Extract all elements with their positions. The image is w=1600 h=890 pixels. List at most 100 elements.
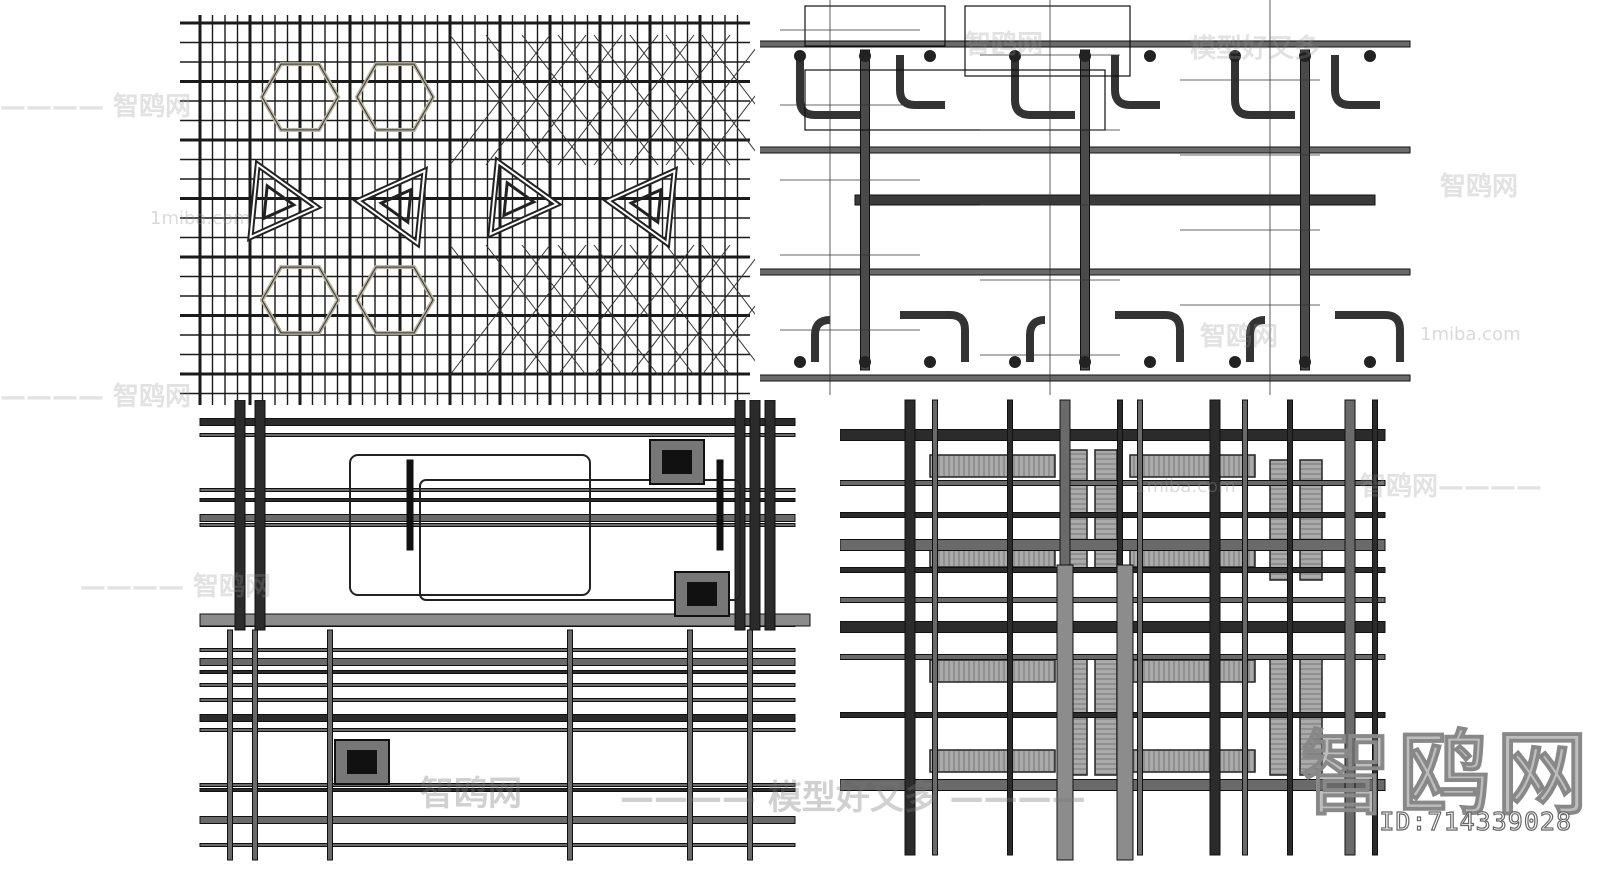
duct-loop bbox=[349, 454, 591, 596]
duct-vertical bbox=[227, 629, 233, 861]
cable-tray-panel bbox=[840, 399, 1386, 861]
duct-horizontal bbox=[199, 418, 796, 426]
duct-layout-panel bbox=[199, 400, 811, 861]
pipe-vertical bbox=[1209, 399, 1221, 856]
valve-dot bbox=[924, 50, 936, 62]
triangle-ring bbox=[356, 169, 426, 246]
pipe-elbow bbox=[811, 316, 831, 362]
valve-dot bbox=[1299, 50, 1311, 62]
triangle-ring-inner bbox=[628, 187, 663, 225]
duct-horizontal bbox=[199, 783, 796, 787]
pipe-elbow bbox=[1011, 55, 1075, 119]
duct-vertical bbox=[749, 400, 761, 631]
duct-horizontal bbox=[199, 683, 796, 687]
outline-box bbox=[804, 5, 946, 47]
duct-horizontal bbox=[199, 514, 796, 522]
pipe-elbow bbox=[900, 311, 969, 362]
valve-dot bbox=[859, 356, 871, 368]
outline-box bbox=[964, 5, 1131, 77]
duct-horizontal bbox=[199, 698, 796, 702]
pipe-riser bbox=[1080, 49, 1090, 371]
duct-horizontal bbox=[199, 523, 796, 527]
pipe-horizontal bbox=[840, 429, 1386, 441]
pipe-vertical bbox=[1137, 399, 1143, 856]
pipe-horizontal bbox=[840, 779, 1386, 791]
lattice-diagonal bbox=[665, 48, 755, 166]
pipe-riser bbox=[1300, 49, 1310, 371]
valve-dot bbox=[924, 356, 936, 368]
lattice-diagonal bbox=[629, 34, 731, 166]
hex-ring bbox=[356, 266, 434, 334]
pipe-vertical bbox=[1287, 399, 1293, 856]
lattice-diagonal bbox=[593, 244, 695, 376]
pipe-elbow bbox=[1115, 311, 1184, 362]
air-diffuser-core bbox=[687, 582, 717, 606]
outline-box bbox=[804, 69, 1106, 131]
valve-dot bbox=[794, 50, 806, 62]
triangle-ring bbox=[489, 159, 559, 236]
pipe-horizontal bbox=[840, 539, 1386, 551]
pipe-elbow bbox=[1026, 316, 1046, 362]
hanger-rod bbox=[406, 459, 414, 551]
pipe-horizontal bbox=[840, 712, 1386, 718]
lattice-diagonal bbox=[629, 244, 731, 376]
pipe-horizontal bbox=[840, 621, 1386, 633]
valve-dot bbox=[794, 356, 806, 368]
triangle-ring bbox=[606, 169, 676, 246]
hanger-rod bbox=[716, 459, 724, 551]
pipe-horizontal bbox=[760, 374, 1411, 382]
duct-vertical bbox=[764, 400, 776, 631]
lattice-diagonal bbox=[557, 244, 659, 376]
pipe-horizontal bbox=[840, 567, 1386, 573]
pipe-horizontal bbox=[840, 597, 1386, 603]
valve-dot bbox=[1144, 50, 1156, 62]
duct-horizontal bbox=[199, 816, 796, 824]
lattice-diagonal bbox=[485, 34, 587, 166]
valve-dot bbox=[1079, 50, 1091, 62]
duct-horizontal bbox=[199, 488, 796, 492]
valve-dot bbox=[1299, 356, 1311, 368]
pipe-horizontal bbox=[760, 40, 1411, 48]
main-duct-horizontal bbox=[199, 613, 811, 627]
lattice-diagonal bbox=[521, 34, 623, 166]
duct-vertical bbox=[234, 400, 246, 631]
pipe-vertical bbox=[1007, 399, 1013, 856]
lattice-diagonal bbox=[449, 34, 551, 166]
duct-horizontal bbox=[199, 788, 796, 792]
pipe-elbow bbox=[1335, 311, 1404, 362]
pipe-elbow bbox=[1331, 55, 1380, 109]
valve-dot bbox=[1229, 50, 1241, 62]
duct-horizontal bbox=[199, 670, 796, 674]
valve-dot bbox=[1144, 356, 1156, 368]
pipe-vertical bbox=[1242, 399, 1248, 856]
duct-horizontal bbox=[199, 728, 796, 732]
lattice-diagonal bbox=[701, 34, 755, 105]
pipe-elbow bbox=[1231, 55, 1295, 119]
lattice-diagonal bbox=[557, 34, 659, 166]
duct-loop bbox=[419, 479, 741, 601]
pipe-vertical bbox=[904, 399, 916, 856]
duct-horizontal bbox=[199, 648, 796, 652]
pipe-elbow bbox=[796, 55, 860, 119]
duct-vertical bbox=[567, 629, 573, 861]
watermark-brand: ———— 智鸥网 bbox=[0, 382, 192, 412]
hex-ring bbox=[356, 63, 434, 131]
lattice-diagonal bbox=[593, 34, 695, 166]
duct-vertical bbox=[327, 629, 333, 861]
lattice-diagonal bbox=[701, 95, 755, 166]
watermark-brand: 智鸥网 bbox=[1440, 172, 1519, 202]
air-diffuser-core bbox=[347, 750, 377, 774]
duct-horizontal bbox=[199, 714, 796, 722]
pipe-horizontal bbox=[840, 512, 1386, 518]
main-riser bbox=[1116, 564, 1134, 861]
duct-horizontal bbox=[199, 498, 796, 502]
lattice-diagonal bbox=[485, 244, 587, 376]
triangle-ring bbox=[249, 162, 319, 239]
triangle-ring-inner bbox=[378, 187, 413, 225]
duct-horizontal bbox=[199, 658, 796, 666]
pipe-elbow bbox=[1111, 55, 1160, 109]
duct-vertical bbox=[252, 629, 258, 861]
ceiling-frame-panel bbox=[180, 15, 755, 405]
duct-horizontal bbox=[199, 433, 796, 437]
